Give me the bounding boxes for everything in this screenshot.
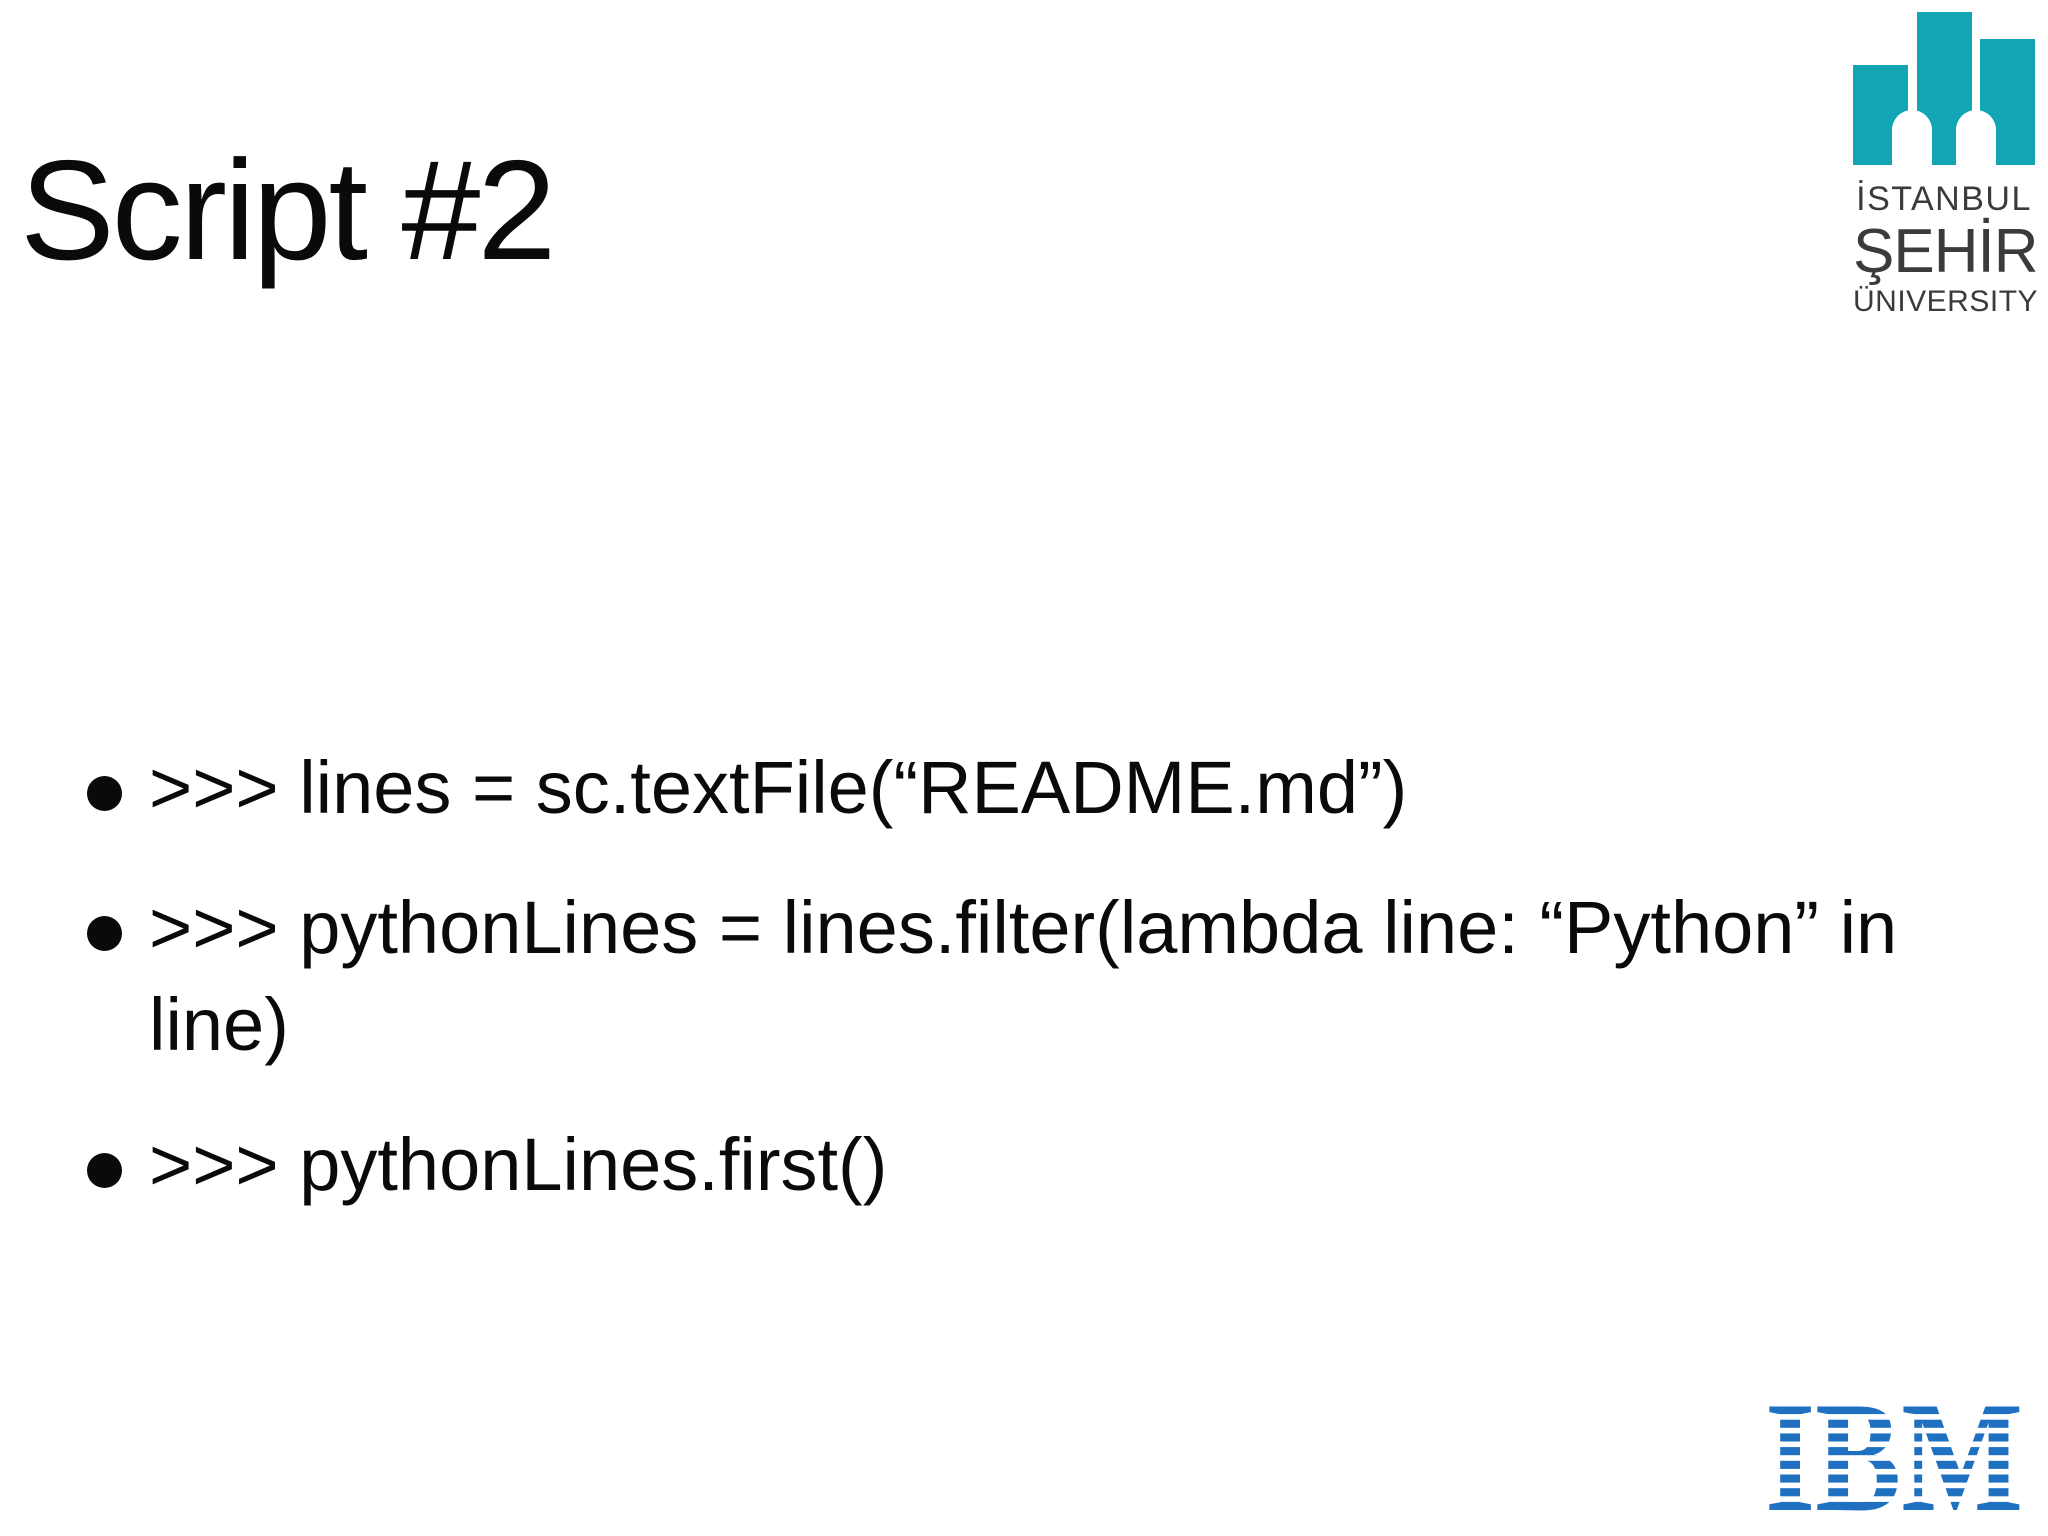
sehir-university-logo: İSTANBUL ŞEHİR ÜNIVERSITY [1853, 12, 2039, 318]
slide-title: Script #2 [20, 131, 556, 290]
arch-right [1956, 110, 1996, 165]
bullet-text: >>> pythonLines = lines.filter(lambda li… [149, 885, 1898, 1066]
bullet-text: >>> pythonLines.first() [149, 1122, 888, 1206]
ibm-stripes [1763, 1414, 2025, 1502]
bullet-dot [87, 776, 122, 811]
ibm-logo-svg: IBM [1763, 1370, 2025, 1536]
bullet-dot [87, 915, 122, 951]
university-name-line1: İSTANBUL [1856, 180, 2032, 218]
bullet-text: >>> lines = sc.textFile(“README.md”) [149, 746, 1408, 829]
list-item: >>> pythonLines = lines.filter(lambda li… [87, 880, 1957, 1074]
bullet-list: >>> lines = sc.textFile(“README.md”) >>>… [87, 740, 1957, 1257]
list-item: >>> pythonLines.first() [87, 1117, 1957, 1214]
ibm-logo: IBM [1763, 1370, 2025, 1536]
list-item: >>> lines = sc.textFile(“README.md”) [87, 740, 1957, 837]
university-name-line2: ŞEHİR [1853, 217, 2038, 286]
university-name-line3: ÜNIVERSITY [1853, 285, 2039, 318]
university-buildings-icon [1853, 12, 2035, 165]
arch-left [1892, 110, 1932, 165]
bullet-dot [87, 1152, 122, 1188]
